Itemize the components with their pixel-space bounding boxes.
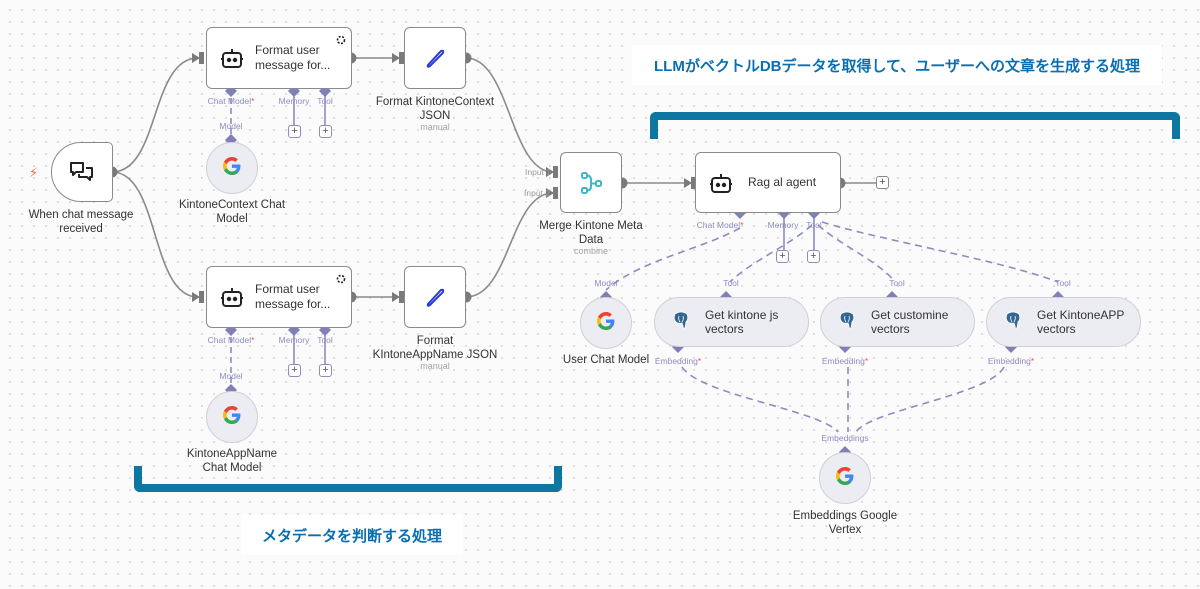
google-icon bbox=[223, 156, 241, 180]
node-title: Get KintoneAPP vectors bbox=[1037, 308, 1125, 336]
node-merge-kintone-meta-data[interactable] bbox=[560, 152, 622, 213]
refresh-config-icon[interactable] bbox=[336, 32, 346, 50]
node-kintoneappname-chat-model[interactable] bbox=[206, 391, 258, 443]
refresh-config-icon[interactable] bbox=[336, 271, 346, 289]
node-rag-ai-agent[interactable]: Rag al agent bbox=[695, 152, 841, 213]
merge-sub: combine bbox=[573, 246, 609, 256]
google-icon bbox=[597, 311, 615, 335]
merge-icon bbox=[561, 153, 621, 212]
node-chat-trigger[interactable] bbox=[51, 142, 113, 202]
kintonecontext-chat-model-label: KintoneContext Chat Model bbox=[178, 199, 286, 225]
node-title: Format user message for... bbox=[255, 282, 331, 311]
edge-trigger-to-format1 bbox=[111, 57, 199, 173]
port-memory-label: Memory bbox=[278, 335, 310, 345]
robot-icon bbox=[209, 286, 255, 308]
port-chat-model-label: Chat Model* bbox=[696, 220, 744, 230]
embeddings-google-vertex-label: Embeddings Google Vertex bbox=[792, 510, 898, 536]
port-model-label: Model bbox=[219, 371, 243, 381]
trigger-bolt-icon: ⚡ bbox=[29, 165, 39, 180]
port-embedding-label: Embedding* bbox=[821, 356, 869, 366]
pencil-icon bbox=[405, 267, 465, 327]
postgres-icon bbox=[1003, 310, 1031, 335]
port-tool-label: Tool bbox=[1055, 278, 1071, 288]
node-title: Format user message for... bbox=[255, 43, 331, 72]
add-memory-button[interactable]: + bbox=[288, 364, 301, 377]
port-memory-label: Memory bbox=[767, 220, 799, 230]
add-next-node-button[interactable]: + bbox=[876, 176, 889, 189]
node-format-kintoneappname-json[interactable] bbox=[404, 266, 466, 328]
add-memory-button[interactable]: + bbox=[776, 250, 789, 263]
bracket-metadata-process bbox=[134, 466, 562, 492]
robot-icon bbox=[209, 47, 255, 69]
node-title: Rag al agent bbox=[748, 175, 817, 189]
node-title: Get customine vectors bbox=[871, 308, 949, 336]
user-chat-model-label: User Chat Model bbox=[562, 354, 650, 366]
add-tool-button[interactable]: + bbox=[319, 364, 332, 377]
node-user-chat-model[interactable] bbox=[580, 297, 632, 349]
google-icon bbox=[223, 405, 241, 429]
merge-input-1-label: Input 1 bbox=[525, 167, 551, 177]
port-tool-label: Tool bbox=[317, 335, 333, 345]
port-tool-label: Tool bbox=[723, 278, 739, 288]
node-kintonecontext-chat-model[interactable] bbox=[206, 142, 258, 194]
format-kintoneappname-json-sub: manual bbox=[420, 361, 450, 371]
node-embeddings-google-vertex[interactable] bbox=[819, 452, 871, 504]
kintoneappname-chat-model-label: KintoneAppName Chat Model bbox=[186, 448, 278, 474]
add-tool-button[interactable]: + bbox=[319, 125, 332, 138]
port-embeddings-label: Embeddings bbox=[821, 433, 869, 443]
port-tool-label: Tool bbox=[317, 96, 333, 106]
format-kintonecontext-json-sub: manual bbox=[420, 122, 450, 132]
port-embedding-label: Embedding* bbox=[654, 356, 702, 366]
node-title: Get kintone js vectors bbox=[705, 308, 779, 336]
node-get-customine-vectors[interactable]: Get customine vectors bbox=[820, 297, 975, 347]
annotation-metadata-process: メタデータを判断する処理 bbox=[241, 515, 463, 555]
robot-icon bbox=[698, 172, 744, 194]
merge-input-2-label: Input 2 bbox=[524, 188, 550, 198]
format-kintonecontext-json-label: Format KintoneContext JSON bbox=[375, 96, 495, 122]
postgres-icon bbox=[671, 310, 699, 335]
annotation-rag-process: LLMがベクトルDBデータを取得して、ユーザーへの文章を生成する処理 bbox=[632, 45, 1162, 85]
node-get-kintone-js-vectors[interactable]: Get kintone js vectors bbox=[654, 297, 809, 347]
add-tool-button[interactable]: + bbox=[807, 250, 820, 263]
port-memory-label: Memory bbox=[278, 96, 310, 106]
port-chat-model-label: Chat Model* bbox=[207, 96, 255, 106]
port-model-label: Model bbox=[219, 121, 243, 131]
node-format-user-message-1[interactable]: Format user message for... bbox=[206, 27, 352, 89]
bracket-rag-process bbox=[650, 112, 1180, 139]
chat-bubbles-icon bbox=[52, 143, 112, 201]
port-model-label: Model bbox=[594, 278, 618, 288]
add-memory-button[interactable]: + bbox=[288, 125, 301, 138]
format-kintoneappname-json-label: Format KIntoneAppName JSON bbox=[372, 335, 498, 361]
port-embedding-label: Embedding* bbox=[987, 356, 1035, 366]
pencil-icon bbox=[405, 28, 465, 88]
port-chat-model-label: Chat Model* bbox=[207, 335, 255, 345]
node-format-user-message-2[interactable]: Format user message for... bbox=[206, 266, 352, 328]
postgres-icon bbox=[837, 310, 865, 335]
google-icon bbox=[836, 466, 854, 490]
port-tool-label: Tool bbox=[889, 278, 905, 288]
trigger-label: When chat message received bbox=[28, 209, 134, 235]
merge-kintone-meta-data-label: Merge Kintone Meta Data bbox=[539, 220, 643, 246]
port-tool-label: Tool bbox=[806, 220, 822, 230]
node-get-kintoneapp-vectors[interactable]: Get KintoneAPP vectors bbox=[986, 297, 1141, 347]
node-format-kintonecontext-json[interactable] bbox=[404, 27, 466, 89]
